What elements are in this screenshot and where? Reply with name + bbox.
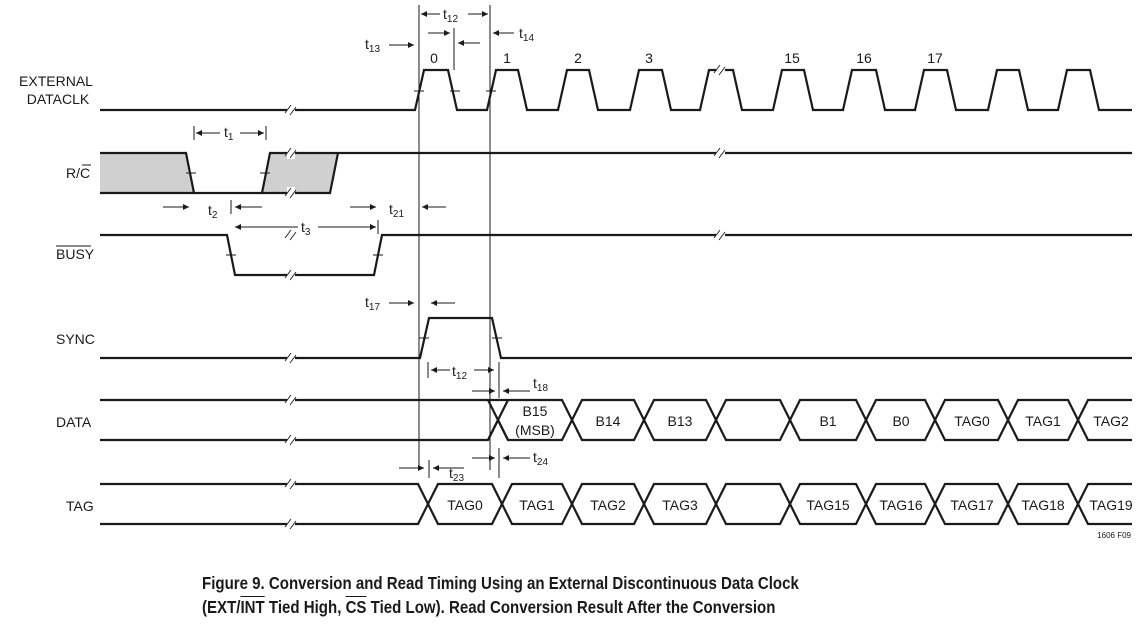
caption-int-overline: INT	[240, 597, 265, 617]
timing-t12-low: t12	[452, 363, 467, 382]
timing-t21: t21	[389, 201, 404, 220]
data-cell-b1: B1	[819, 413, 836, 429]
data-cell-b13: B13	[668, 413, 693, 429]
clock-number-3: 3	[645, 50, 653, 66]
label-tag: TAG	[66, 498, 94, 514]
tag-cell-tag19: TAG19	[1089, 497, 1133, 513]
label-sync: SYNC	[56, 331, 95, 347]
tag-cell-tag1: TAG1	[519, 497, 555, 513]
label-rc: R/C	[66, 165, 90, 181]
rc-line-high	[100, 151, 1132, 195]
data-first-transition	[487, 399, 509, 441]
timing-t1: t1	[224, 124, 234, 143]
data-cell-b14: B14	[596, 413, 621, 429]
timing-t2: t2	[208, 202, 218, 221]
timing-t3: t3	[301, 219, 311, 238]
timing-t12-top: t12	[443, 6, 458, 25]
timing-diagram: EXTERNAL DATACLK R/C BUSY SYNC DATA TAG …	[19, 5, 1133, 540]
timing-t23: t23	[449, 465, 464, 484]
rc-shade-left	[100, 153, 194, 193]
dataclk-waveform	[100, 68, 1132, 112]
caption-line-1: Figure 9. Conversion and Read Timing Usi…	[202, 573, 799, 593]
timing-t17: t17	[365, 294, 380, 313]
timing-t18: t18	[533, 375, 548, 394]
caption-line-2: (EXT/INT Tied High, CS Tied Low). Read C…	[202, 597, 776, 617]
figure-id: 1606 F09	[1097, 531, 1131, 540]
tag-cell-tag3: TAG3	[662, 497, 698, 513]
sync-waveform	[100, 316, 1132, 360]
clock-number-0: 0	[430, 50, 438, 66]
timing-t14: t14	[519, 25, 534, 44]
data-cell-tag2: TAG2	[1093, 413, 1129, 429]
figure-caption: Figure 9. Conversion and Read Timing Usi…	[202, 571, 976, 619]
data-cell-b15: B15	[523, 403, 548, 419]
tag-cell-tag18: TAG18	[1021, 497, 1065, 513]
tag-cell-tag15: TAG15	[806, 497, 850, 513]
data-cell-b0: B0	[892, 413, 909, 429]
label-dataclk: DATACLK	[27, 91, 90, 107]
clock-number-16: 16	[856, 50, 872, 66]
data-bus-lower	[100, 417, 1132, 442]
data-cell-tag1: TAG1	[1025, 413, 1061, 429]
tag-cell-tag17: TAG17	[950, 497, 994, 513]
tag-cell-tag2: TAG2	[590, 497, 626, 513]
label-external: EXTERNAL	[19, 73, 93, 89]
caption-cs-overline: CS	[345, 597, 367, 617]
clock-number-2: 2	[574, 50, 582, 66]
data-cell-msb: (MSB)	[515, 422, 555, 438]
break-marks-left	[284, 104, 297, 530]
tag-cell-tag16: TAG16	[879, 497, 923, 513]
clock-number-15: 15	[784, 50, 800, 66]
data-cell-tag0: TAG0	[954, 413, 990, 429]
timing-t13: t13	[365, 36, 380, 55]
busy-waveform	[100, 233, 1132, 277]
timing-t24: t24	[533, 449, 548, 468]
tag-bus-lower	[100, 501, 1132, 526]
rc-shade-right	[262, 153, 338, 193]
tag-cell-tag0: TAG0	[447, 497, 483, 513]
clock-number-1: 1	[503, 50, 511, 66]
tag-bus-upper	[100, 482, 1132, 507]
break-marks-right	[713, 64, 726, 241]
rc-line-low	[100, 152, 340, 195]
label-busy: BUSY	[56, 246, 95, 262]
label-data: DATA	[56, 414, 92, 430]
clock-number-17: 17	[927, 50, 943, 66]
